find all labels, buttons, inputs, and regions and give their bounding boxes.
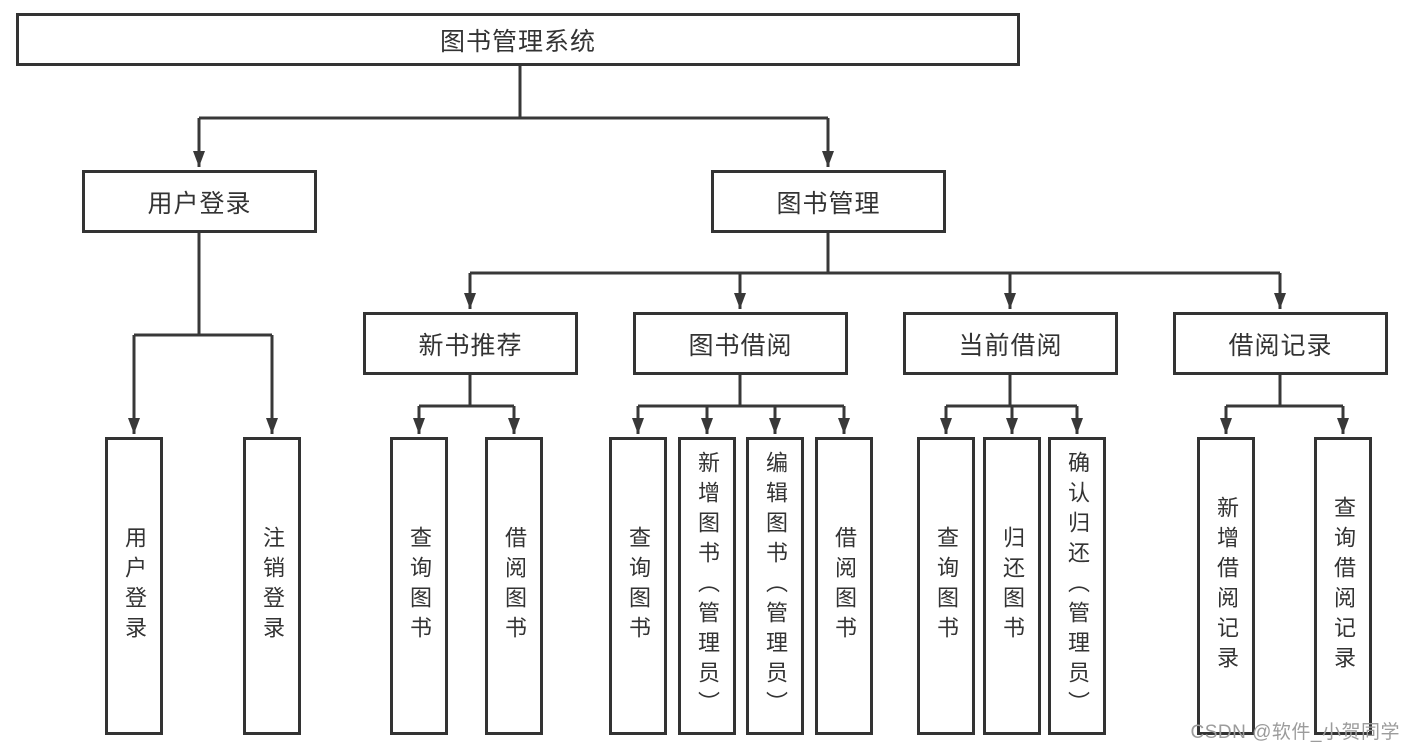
node-book-borrow: 图书借阅 bbox=[633, 312, 848, 375]
connector-book-mgmt-to-groups bbox=[464, 233, 1286, 309]
leaf-borrow-add-books-admin: 新增图书（管理员） bbox=[678, 437, 736, 735]
leaf-recommend-query-books: 查询图书 bbox=[390, 437, 448, 735]
connector-new-book-rec-to-leaves bbox=[413, 375, 520, 434]
node-current-borrow: 当前借阅 bbox=[903, 312, 1118, 375]
leaf-borrow-borrow-books: 借阅图书 bbox=[815, 437, 873, 735]
leaf-borrow-query-books: 查询图书 bbox=[609, 437, 667, 735]
connector-borrow-records-to-leaves bbox=[1220, 375, 1349, 434]
leaf-current-query-books: 查询图书 bbox=[917, 437, 975, 735]
connector-book-borrow-to-leaves bbox=[632, 375, 850, 434]
leaf-user-login: 用户登录 bbox=[105, 437, 163, 735]
leaf-current-confirm-return-admin: 确认归还（管理员） bbox=[1048, 437, 1106, 735]
leaf-current-return-books: 归还图书 bbox=[983, 437, 1041, 735]
leaf-borrow-edit-books-admin: 编辑图书（管理员） bbox=[746, 437, 804, 735]
connector-current-borrow-to-leaves bbox=[940, 375, 1083, 434]
leaf-recommend-borrow-books: 借阅图书 bbox=[485, 437, 543, 735]
csdn-watermark: CSDN @软件_小贺同学 bbox=[1190, 722, 1400, 743]
connector-root-to-level2 bbox=[193, 66, 834, 167]
node-new-book-recommend: 新书推荐 bbox=[363, 312, 578, 375]
leaf-records-query-record: 查询借阅记录 bbox=[1314, 437, 1372, 735]
node-root-system: 图书管理系统 bbox=[16, 13, 1020, 66]
node-borrow-records: 借阅记录 bbox=[1173, 312, 1388, 375]
connector-user-login-to-leaves bbox=[128, 233, 278, 434]
node-book-management: 图书管理 bbox=[711, 170, 946, 233]
leaf-logout: 注销登录 bbox=[243, 437, 301, 735]
node-user-login-group: 用户登录 bbox=[82, 170, 317, 233]
leaf-records-add-record: 新增借阅记录 bbox=[1197, 437, 1255, 735]
